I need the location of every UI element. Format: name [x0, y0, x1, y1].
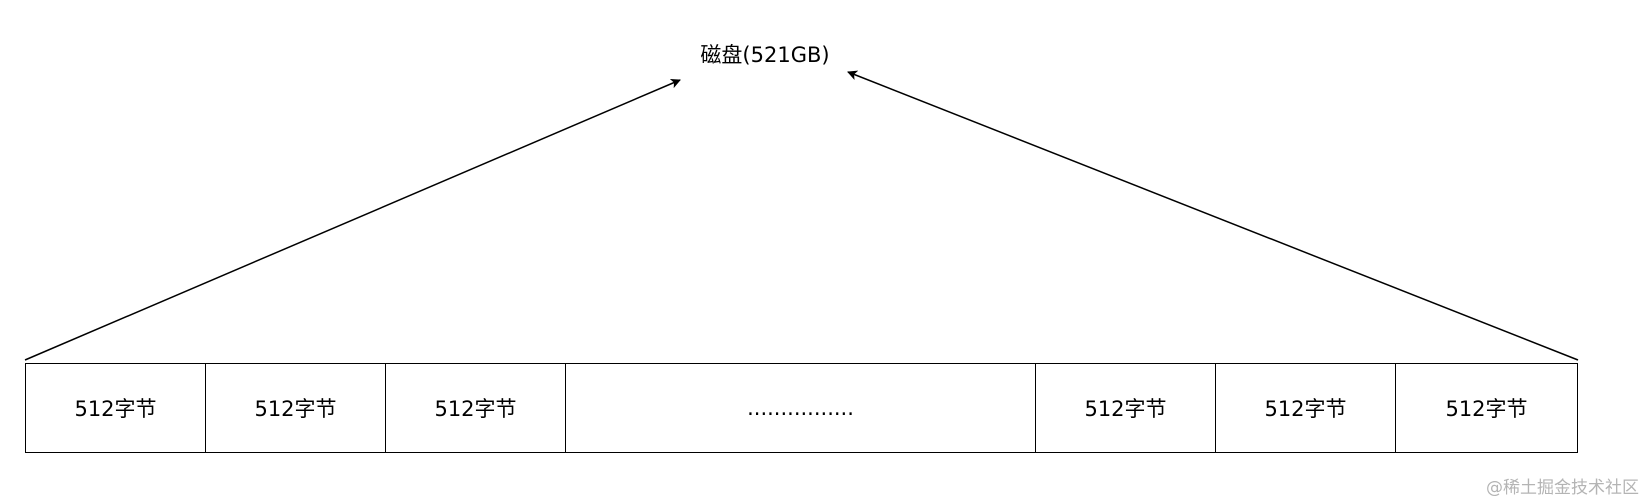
sector-cell: 512字节 — [386, 364, 566, 452]
sector-cell: 512字节 — [26, 364, 206, 452]
sector-row: 512字节 512字节 512字节 ................ 512字节… — [25, 363, 1578, 453]
sector-cell: 512字节 — [1216, 364, 1396, 452]
sector-cell: 512字节 — [1445, 397, 1528, 421]
sector-cell: 512字节 — [1036, 364, 1216, 452]
watermark: @稀土掘金技术社区 — [1486, 478, 1639, 498]
left-arrow — [24, 78, 681, 361]
disk-title: 磁盘(521GB) — [700, 43, 830, 67]
ellipsis-cell: ................ — [566, 364, 1036, 452]
sector-cell: 512字节 — [206, 364, 386, 452]
right-arrow — [847, 70, 1579, 361]
